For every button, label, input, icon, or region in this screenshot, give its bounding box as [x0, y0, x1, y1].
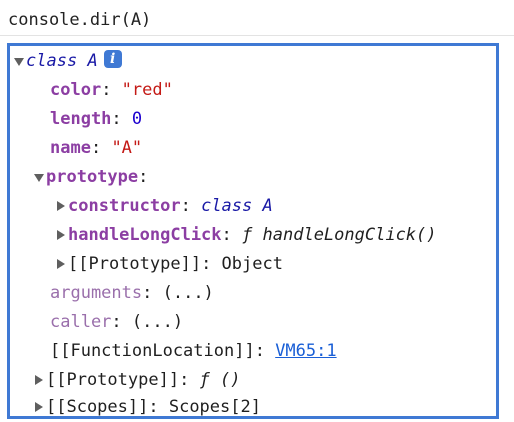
info-icon[interactable]: i	[103, 50, 122, 68]
expand-triangle-icon[interactable]	[12, 47, 26, 75]
prop-arguments[interactable]: arguments: (...)	[50, 283, 214, 303]
prop-value: ()	[220, 370, 241, 390]
prop-key: [[FunctionLocation]]	[50, 341, 255, 361]
root-keyword: class	[26, 51, 78, 71]
prop-key: [[Prototype]]	[46, 370, 180, 390]
prop-prototype[interactable]: prototype:	[32, 163, 148, 191]
prop-value: Object	[221, 254, 283, 274]
prop-value: 0	[131, 109, 143, 129]
function-icon: ƒ	[199, 370, 210, 390]
prop-key: [[Scopes]]	[46, 397, 149, 417]
prop-handle-long-click[interactable]: handleLongClick: ƒ handleLongClick()	[54, 221, 437, 249]
prop-value: A	[262, 196, 273, 216]
prop-value: Scopes[2]	[168, 397, 261, 417]
source-link[interactable]: VM65:1	[275, 341, 337, 361]
collapse-triangle-icon[interactable]	[32, 366, 46, 394]
collapse-triangle-icon[interactable]	[32, 393, 46, 416]
prop-key: arguments	[50, 283, 143, 303]
prop-value: handleLongClick()	[262, 225, 437, 245]
prop-function-location: [[FunctionLocation]]: VM65:1	[50, 341, 337, 361]
console-separator	[0, 35, 514, 36]
prop-length: length: 0	[50, 109, 143, 129]
prop-key: color	[50, 80, 102, 100]
prop-caller[interactable]: caller: (...)	[50, 312, 184, 332]
function-icon: ƒ	[242, 225, 253, 245]
prop-key: constructor	[68, 196, 181, 216]
prop-scopes[interactable]: [[Scopes]]: Scopes[2]	[32, 393, 261, 417]
prop-key: length	[50, 109, 112, 129]
lazy-value[interactable]: (...)	[131, 312, 184, 332]
prop-key: name	[50, 138, 91, 158]
prop-prototype-inner[interactable]: [[Prototype]]: Object	[54, 250, 283, 278]
prop-prototype-outer[interactable]: [[Prototype]]: ƒ ()	[32, 366, 241, 394]
prop-key: handleLongClick	[68, 225, 222, 245]
expand-triangle-icon[interactable]	[32, 163, 46, 191]
prop-constructor[interactable]: constructor: class A	[54, 192, 273, 220]
prop-key: caller	[50, 312, 112, 332]
root-class-name: A	[87, 51, 98, 71]
prop-value: "red"	[121, 80, 173, 100]
prop-key: prototype	[46, 167, 139, 187]
prop-value: "A"	[111, 138, 143, 158]
prop-name: name: "A"	[50, 138, 143, 158]
prop-key: [[Prototype]]	[68, 254, 202, 274]
collapse-triangle-icon[interactable]	[54, 221, 68, 249]
prop-color: color: "red"	[50, 80, 173, 100]
collapse-triangle-icon[interactable]	[54, 250, 68, 278]
collapse-triangle-icon[interactable]	[54, 192, 68, 220]
console-command: console.dir(A)	[8, 10, 152, 30]
lazy-value[interactable]: (...)	[162, 283, 214, 303]
